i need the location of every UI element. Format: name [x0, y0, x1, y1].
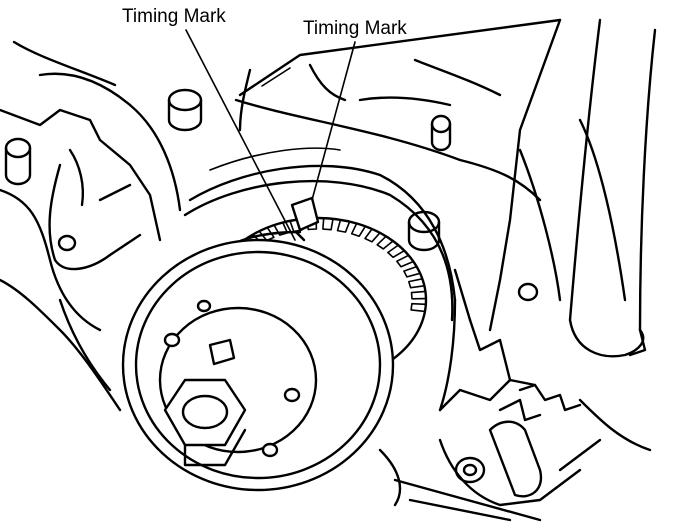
pulley-bolt-hole	[196, 299, 212, 313]
sprocket-tooth	[322, 217, 334, 231]
timing-mark-label-pulley: Timing Mark	[122, 6, 226, 27]
right-housing	[438, 18, 627, 412]
belt-tensioner	[438, 383, 652, 507]
left-bracket	[0, 108, 162, 412]
sprocket-tooth	[410, 302, 427, 313]
alignment-pin	[208, 338, 236, 366]
timing-mark-label-pointer: Timing Mark	[303, 18, 407, 39]
crankshaft-pulley	[121, 238, 395, 492]
sprocket-tooth	[364, 228, 381, 243]
sprocket-tooth	[410, 290, 427, 300]
sprocket-tooth	[387, 244, 406, 259]
lower-shaft	[378, 448, 542, 522]
sprocket-tooth	[403, 265, 421, 278]
pulley-bolt-hole	[283, 387, 301, 403]
pulley-bolt-hole	[163, 332, 181, 348]
sprocket-tooth	[350, 222, 367, 237]
sprocket-tooth	[258, 226, 275, 242]
sprocket-tooth	[336, 219, 351, 233]
leader-lines	[185, 29, 356, 241]
sprocket-tooth	[273, 221, 289, 236]
timing-pointer	[290, 196, 320, 242]
pulley-bolt-hole	[261, 442, 279, 458]
sprocket-tooth	[396, 254, 415, 268]
sprocket-tooth	[376, 235, 394, 250]
drive-belt	[568, 18, 657, 358]
timing-cover-arcs	[183, 147, 457, 412]
sprocket-tooth	[408, 278, 426, 289]
